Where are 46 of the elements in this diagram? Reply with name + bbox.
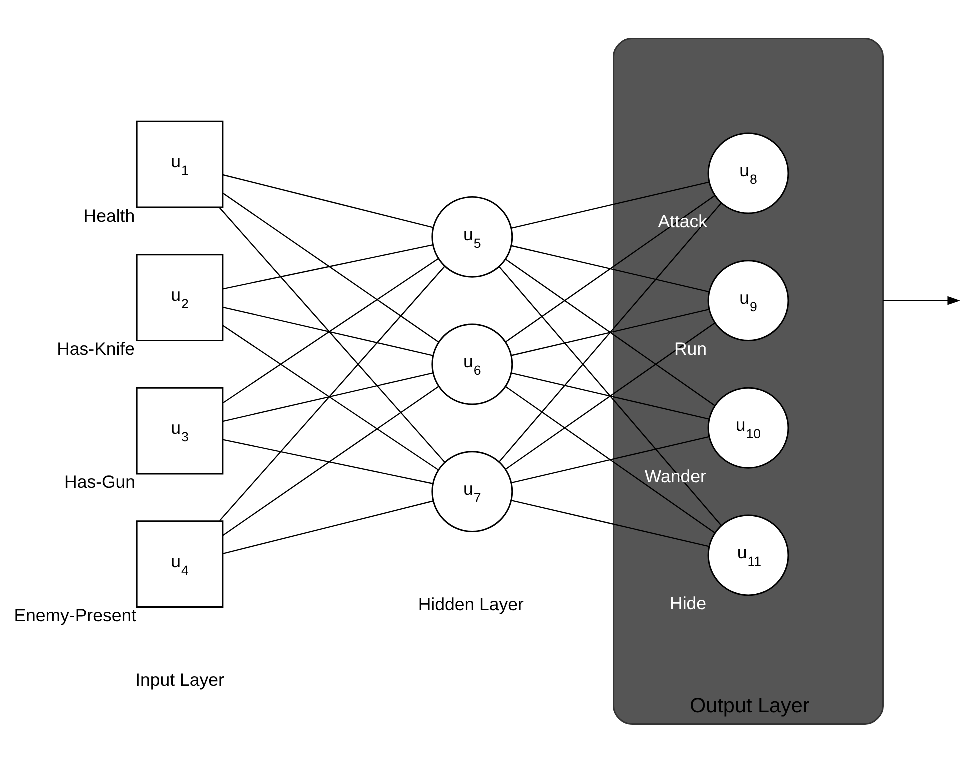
node-circle: u$_{7}$: [432, 451, 514, 532]
node-label: Hide: [670, 594, 707, 614]
connector: [505, 195, 716, 343]
connector: [222, 192, 440, 343]
connector: [499, 266, 722, 526]
node-label: Health: [84, 206, 136, 226]
connector: [512, 182, 710, 229]
connector: [219, 266, 446, 522]
connector: [505, 386, 716, 534]
node-label: Enemy-Present: [14, 605, 137, 626]
node-circle: u$_{11}$: [708, 514, 790, 596]
node-label: Wander: [644, 466, 706, 486]
node-circle: u$_{10}$: [708, 387, 790, 469]
label: Hidden Layer: [418, 594, 524, 614]
connector: [512, 500, 710, 548]
connector: [222, 325, 439, 471]
connector: [512, 245, 710, 293]
connector: [512, 436, 710, 484]
node-label: Run: [674, 339, 708, 359]
connector: [499, 202, 722, 462]
connector: [222, 372, 434, 422]
node-box: u$_{1}$: [136, 120, 224, 208]
node-circle: u$_{6}$: [432, 324, 514, 406]
node-label: Has-Knife: [57, 339, 136, 359]
node-circle: u$_{8}$: [708, 132, 790, 214]
node-box: u$_{2}$: [136, 254, 224, 342]
node-box: u$_{4}$: [136, 520, 224, 608]
connector: [222, 500, 434, 555]
node-label: Has-Gun: [64, 472, 136, 492]
connector: [222, 386, 440, 536]
connector: [222, 244, 434, 290]
connector: [222, 306, 434, 356]
node-circle: u$_{5}$: [432, 196, 514, 278]
connector: [222, 174, 434, 228]
node-label: Attack: [658, 212, 708, 232]
node-box: u$_{3}$: [136, 387, 224, 475]
connector: [222, 439, 434, 484]
connector: [505, 258, 716, 406]
label: Input Layer: [136, 670, 224, 690]
node-circle: u$_{9}$: [708, 260, 790, 342]
connector: [219, 208, 446, 463]
connector: [222, 258, 439, 404]
connector: [505, 322, 716, 470]
connector: [512, 372, 710, 420]
arrow: [883, 296, 960, 306]
connector: [512, 309, 710, 356]
